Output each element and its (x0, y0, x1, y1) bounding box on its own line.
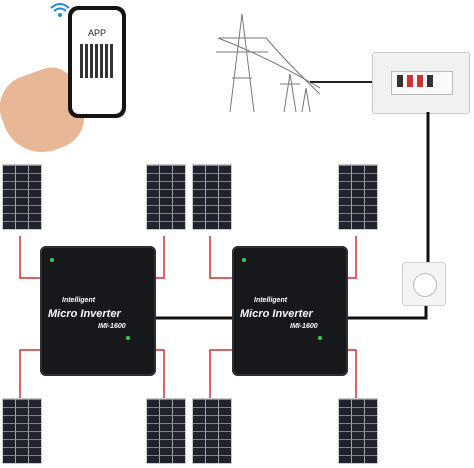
wall-socket (402, 262, 446, 306)
status-led (126, 336, 130, 340)
inverter-model: IMI-1600 (290, 323, 318, 330)
solar-panel (146, 398, 186, 464)
inverter-brand-text: Intelligent (254, 297, 288, 304)
phone-screen: APP (72, 10, 122, 114)
solar-panel (338, 164, 378, 230)
smartphone: APP (68, 6, 126, 118)
status-led (242, 258, 246, 262)
power-tower-icon (216, 13, 320, 113)
app-label: APP (87, 28, 106, 38)
solar-panel (2, 398, 42, 464)
status-led (50, 258, 54, 262)
inverter-brand-text: Intelligent (62, 297, 96, 304)
qr-code-icon (80, 44, 114, 78)
solar-panel (192, 164, 232, 230)
solar-panel (2, 164, 42, 230)
inverter-title: Micro Inverter (48, 308, 121, 320)
solar-panel (338, 398, 378, 464)
micro-inverter: Intelligent Micro Inverter IMI-1600 (40, 246, 156, 376)
inverter-title: Micro Inverter (240, 308, 313, 320)
inverter-model: IMI-1600 (98, 323, 126, 330)
solar-panel (192, 398, 232, 464)
micro-inverter: Intelligent Micro Inverter IMI-1600 (232, 246, 348, 376)
distribution-box (372, 52, 470, 114)
wifi-icon (50, 3, 70, 17)
solar-panel (146, 164, 186, 230)
status-led (318, 336, 322, 340)
